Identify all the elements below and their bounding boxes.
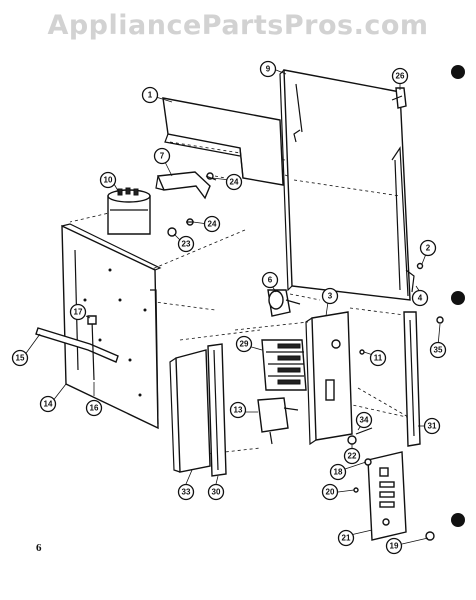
callout-35: 35 bbox=[429, 341, 447, 359]
binder-hole-bottom bbox=[451, 513, 465, 527]
callout-14: 14 bbox=[39, 395, 57, 413]
callout-29-label: 29 bbox=[240, 340, 249, 349]
callout-30-label: 30 bbox=[212, 488, 221, 497]
callout-2-label: 2 bbox=[426, 244, 431, 253]
part-26-bracket-clip bbox=[391, 87, 407, 109]
callout-33: 33 bbox=[177, 483, 195, 501]
callout-3-label: 3 bbox=[328, 292, 333, 301]
callout-6: 6 bbox=[261, 271, 279, 289]
callout-31-label: 31 bbox=[428, 422, 437, 431]
part-3-control-bracket bbox=[305, 311, 353, 446]
callout-19-label: 19 bbox=[390, 542, 399, 551]
callout-13: 13 bbox=[229, 401, 247, 419]
callout-16-label: 16 bbox=[90, 404, 99, 413]
part-13-relay bbox=[257, 397, 299, 445]
callout-24a: 24 bbox=[225, 173, 243, 191]
callout-11: 11 bbox=[369, 349, 387, 367]
part-10-capacitor bbox=[107, 187, 151, 235]
part-9-cabinet-panel bbox=[279, 69, 415, 301]
callout-35-label: 35 bbox=[434, 346, 443, 355]
callout-22: 22 bbox=[343, 447, 361, 465]
callout-14-label: 14 bbox=[44, 400, 53, 409]
callout-18: 18 bbox=[329, 463, 347, 481]
callout-9-label: 9 bbox=[266, 65, 271, 74]
page-number: 6 bbox=[36, 542, 42, 554]
part-1-top-cover-panel bbox=[162, 97, 284, 186]
callout-31: 31 bbox=[423, 417, 441, 435]
callout-17: 17 bbox=[69, 303, 87, 321]
callout-24b: 24 bbox=[203, 215, 221, 233]
callout-20-label: 20 bbox=[326, 488, 335, 497]
callout-24b-label: 24 bbox=[208, 220, 217, 229]
callout-22-label: 22 bbox=[348, 452, 357, 461]
part-29-terminal-block bbox=[261, 339, 307, 391]
binder-hole-top bbox=[451, 65, 465, 79]
callout-19: 19 bbox=[385, 537, 403, 555]
callout-26-label: 26 bbox=[396, 72, 405, 81]
part-33-mounting-plate bbox=[169, 349, 211, 473]
callout-21-label: 21 bbox=[342, 534, 351, 543]
binder-hole-middle bbox=[451, 291, 465, 305]
callout-1-label: 1 bbox=[148, 91, 153, 100]
callout-4: 4 bbox=[411, 289, 429, 307]
callout-33-label: 33 bbox=[182, 488, 191, 497]
callout-4-label: 4 bbox=[418, 294, 423, 303]
part-14-side-panel bbox=[61, 223, 162, 430]
callout-34-label: 34 bbox=[360, 416, 369, 425]
callout-10-label: 10 bbox=[104, 176, 113, 185]
part-15-rod bbox=[35, 327, 119, 363]
part-31-side-rail bbox=[403, 311, 421, 447]
callout-1: 1 bbox=[141, 86, 159, 104]
part-21-vent-plate bbox=[367, 451, 407, 541]
callout-24a-label: 24 bbox=[230, 178, 239, 187]
callout-23: 23 bbox=[177, 235, 195, 253]
callout-15: 15 bbox=[11, 349, 29, 367]
callout-13-label: 13 bbox=[234, 406, 243, 415]
callout-17-label: 17 bbox=[74, 308, 83, 317]
callout-34: 34 bbox=[355, 411, 373, 429]
callout-29: 29 bbox=[235, 335, 253, 353]
callout-6-label: 6 bbox=[268, 276, 273, 285]
callout-26: 26 bbox=[391, 67, 409, 85]
callout-23-label: 23 bbox=[182, 240, 191, 249]
callout-10: 10 bbox=[99, 171, 117, 189]
callout-7: 7 bbox=[153, 147, 171, 165]
callout-9: 9 bbox=[259, 60, 277, 78]
part-7-bracket bbox=[155, 171, 211, 200]
callout-11-label: 11 bbox=[374, 354, 383, 363]
callout-3: 3 bbox=[321, 287, 339, 305]
part-6-switch bbox=[267, 289, 301, 317]
callout-18-label: 18 bbox=[334, 468, 343, 477]
callout-7-label: 7 bbox=[160, 152, 165, 161]
callout-30: 30 bbox=[207, 483, 225, 501]
callout-20: 20 bbox=[321, 483, 339, 501]
part-30-rail bbox=[207, 343, 227, 477]
callout-21: 21 bbox=[337, 529, 355, 547]
callout-15-label: 15 bbox=[16, 354, 25, 363]
callout-2: 2 bbox=[419, 239, 437, 257]
callout-16: 16 bbox=[85, 399, 103, 417]
